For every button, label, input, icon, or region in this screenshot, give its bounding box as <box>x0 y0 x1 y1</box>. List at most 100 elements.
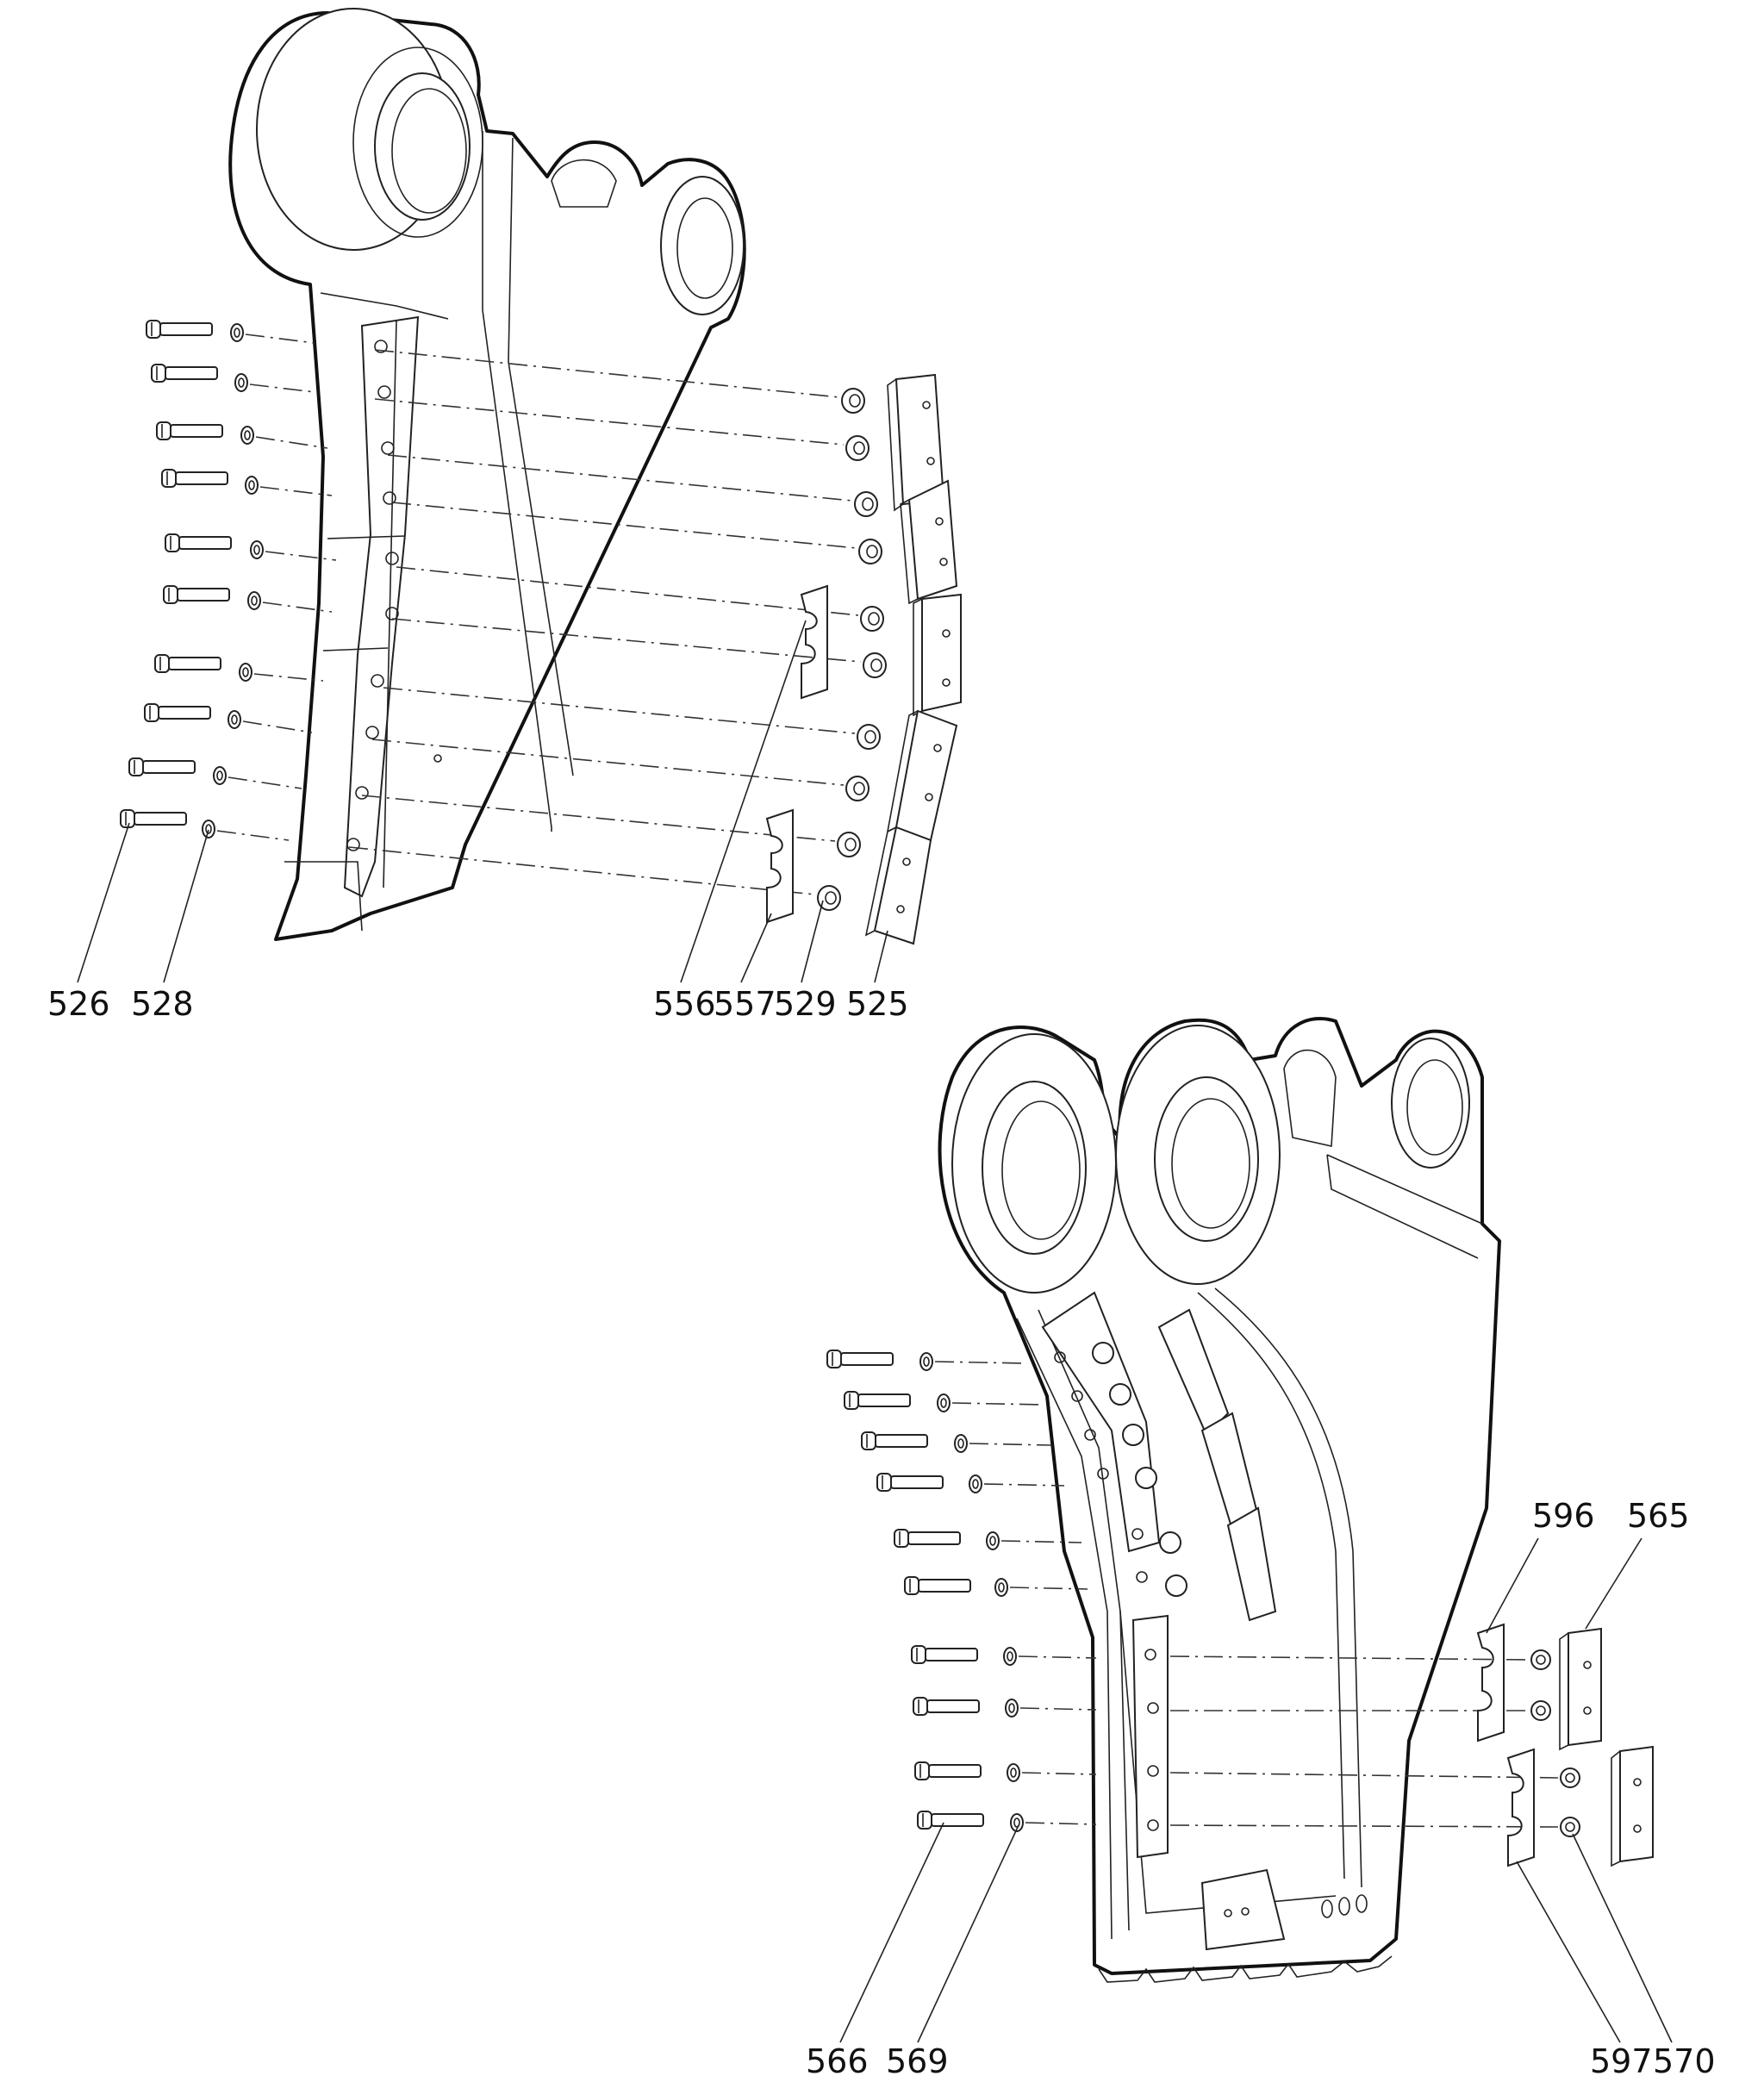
callout-569: 569 <box>886 2042 949 2076</box>
callout-557: 557 <box>714 985 776 1023</box>
wear-plate-525-d <box>894 709 958 842</box>
spacer-570-b <box>1530 1700 1551 1721</box>
washer-528-2 <box>234 373 248 392</box>
centerline-lower-left-2 <box>951 1402 1044 1406</box>
bolt-566-1 <box>826 1350 894 1368</box>
centerline-upper-left-2 <box>249 383 315 393</box>
upper-centerlines <box>216 334 862 895</box>
centerline-upper-left-7 <box>253 673 324 682</box>
upper-ear-bore <box>660 176 745 315</box>
centerline-upper-right-5 <box>396 566 859 616</box>
washer-569-5 <box>986 1531 1000 1550</box>
upper-spacers <box>817 388 887 911</box>
washer-569-6 <box>994 1578 1008 1597</box>
washer-528-1 <box>230 323 244 342</box>
centerline-lower-left-8 <box>1019 1707 1097 1711</box>
centerline-lower-left-7 <box>1018 1655 1097 1659</box>
centerline-upper-right-3 <box>387 454 853 502</box>
spacer-570-c <box>1560 1767 1580 1788</box>
bolt-526-10 <box>120 809 187 828</box>
spacer-529-1 <box>841 388 865 414</box>
upper-arm-assembly <box>228 8 746 941</box>
centerline-lower-right-1 <box>1169 1655 1530 1661</box>
callout-570: 570 <box>1653 2042 1716 2076</box>
lower-centerlines <box>934 1361 1559 1828</box>
spacer-529-8 <box>845 776 870 801</box>
centerline-upper-right-8 <box>371 739 845 786</box>
lower-washers <box>919 1352 1024 1832</box>
bolt-526-4 <box>161 469 228 488</box>
centerline-lower-left-1 <box>934 1361 1026 1364</box>
leader-lines <box>77 620 1673 2043</box>
centerline-upper-left-8 <box>242 720 313 733</box>
bolt-526-6 <box>163 585 230 604</box>
callout-528: 528 <box>131 985 194 1023</box>
shim-596 <box>1476 1623 1505 1742</box>
bolt-566-8 <box>913 1697 980 1716</box>
callout-597: 597 <box>1590 2042 1653 2076</box>
lower-right-parts <box>1476 1623 1654 1867</box>
callout-525: 525 <box>846 985 909 1023</box>
washer-528-6 <box>247 591 261 610</box>
washer-569-7 <box>1003 1647 1017 1666</box>
washer-528-4 <box>245 476 259 495</box>
upper-washers <box>202 323 264 839</box>
bolt-566-6 <box>904 1576 971 1595</box>
centerline-lower-left-3 <box>969 1443 1052 1446</box>
callout-596: 596 <box>1532 1497 1595 1535</box>
spacer-529-5 <box>860 606 884 632</box>
centerline-upper-left-5 <box>265 551 337 561</box>
centerline-upper-left-1 <box>245 334 315 344</box>
spacer-529-10 <box>817 885 841 911</box>
washer-569-1 <box>919 1352 933 1371</box>
centerline-upper-right-7 <box>383 687 856 734</box>
spacer-529-7 <box>857 724 881 750</box>
callout-556: 556 <box>653 985 716 1023</box>
lower-right-bore <box>1391 1038 1470 1169</box>
centerline-upper-left-9 <box>228 776 302 789</box>
bolt-566-9 <box>914 1761 982 1780</box>
centerline-lower-left-10 <box>1025 1822 1097 1825</box>
bolt-526-9 <box>128 757 196 776</box>
wear-plate-525-e <box>873 826 932 945</box>
bolt-566-4 <box>876 1473 944 1492</box>
centerline-upper-left-10 <box>216 830 290 841</box>
centerline-lower-right-4 <box>1169 1824 1559 1828</box>
shim-597 <box>1506 1748 1535 1867</box>
bolt-526-3 <box>156 421 223 440</box>
shim-556 <box>800 584 828 700</box>
spacer-570-d <box>1560 1817 1580 1837</box>
bolt-566-7 <box>911 1645 978 1664</box>
centerline-lower-left-6 <box>1009 1587 1088 1590</box>
wear-plate-525-b <box>907 479 958 601</box>
bolt-566-3 <box>861 1431 928 1450</box>
centerline-lower-left-9 <box>1021 1772 1097 1775</box>
washer-569-2 <box>937 1393 951 1412</box>
washer-528-7 <box>239 663 252 682</box>
shim-557 <box>765 808 794 924</box>
wear-plate-525-c <box>921 593 962 713</box>
lower-jaw-assembly <box>938 1016 1501 1983</box>
centerline-upper-left-3 <box>255 436 328 449</box>
spacer-529-6 <box>863 652 887 678</box>
washer-569-3 <box>954 1434 968 1453</box>
bolt-526-2 <box>151 364 218 383</box>
spacer-529-9 <box>837 832 861 857</box>
wear-plate-565-b <box>1619 1745 1654 1863</box>
centerline-lower-left-4 <box>983 1483 1065 1487</box>
upper-shims <box>765 584 828 924</box>
bolt-526-8 <box>144 703 211 722</box>
wear-plate-525-a <box>894 373 945 506</box>
washer-569-10 <box>1010 1813 1024 1832</box>
callout-566: 566 <box>806 2042 869 2076</box>
spacer-529-3 <box>854 491 878 517</box>
lower-bolts <box>826 1350 984 1830</box>
washer-569-4 <box>969 1474 982 1493</box>
washer-528-5 <box>250 540 264 559</box>
centerline-upper-right-9 <box>361 795 836 842</box>
wear-plate-565-a <box>1568 1627 1602 1747</box>
lower-mid-bore <box>1154 1076 1259 1242</box>
lower-jaw-teeth <box>1098 1955 1393 1983</box>
bolt-566-2 <box>844 1391 911 1410</box>
upper-bolts <box>120 320 232 828</box>
